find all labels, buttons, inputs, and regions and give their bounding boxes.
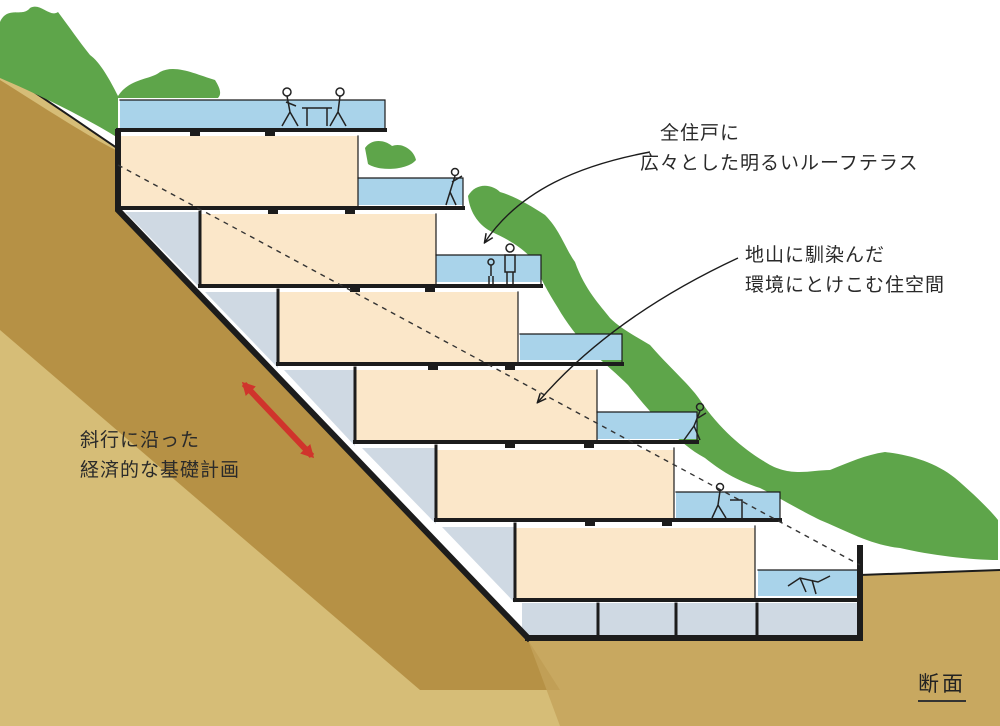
interior-rooms (120, 136, 755, 598)
terrace-glass (120, 100, 858, 596)
people-figures (281, 87, 831, 595)
leader-arrows (485, 151, 739, 402)
soil-ground (0, 70, 1000, 726)
underfloor-voids (125, 212, 858, 636)
trees (0, 6, 998, 560)
structure (115, 99, 863, 643)
foundation-line-2: 経済的な基礎計画 (80, 459, 241, 481)
foundation-annotation: 斜行に沿った 経済的な基礎計画 (80, 425, 240, 485)
beams (190, 130, 672, 526)
slope-dashed-line (117, 164, 861, 566)
roof-terrace-line-1: 全住戸に (660, 122, 741, 144)
living-space-line-2: 環境にとけこむ住空間 (745, 274, 946, 296)
section-label: 断面 (918, 668, 966, 702)
roof-terrace-line-2: 広々とした明るいルーフテラス (640, 152, 919, 174)
ground-line-right (859, 569, 1000, 576)
roof-terrace-annotation: 全住戸に 広々とした明るいルーフテラス (640, 118, 918, 178)
soil-lower (528, 570, 1000, 726)
living-space-annotation: 地山に馴染んだ 環境にとけこむ住空間 (745, 240, 945, 300)
foundation-arrow (241, 381, 315, 459)
foundation-line-1: 斜行に沿った (80, 429, 201, 451)
living-space-line-1: 地山に馴染んだ (745, 244, 886, 266)
